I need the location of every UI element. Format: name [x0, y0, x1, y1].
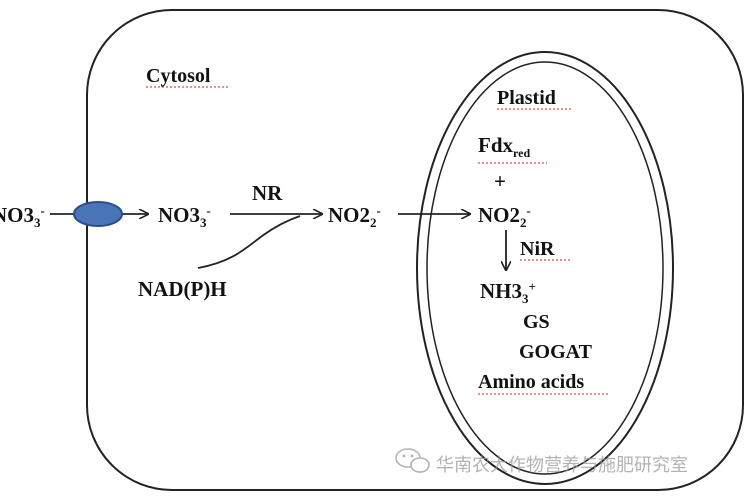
amino-acids-label: Amino acids [478, 371, 584, 393]
cell-membrane [86, 9, 744, 491]
ammonium: NH33+ [480, 279, 536, 306]
nadph-cofactor-arrow [197, 215, 301, 269]
nadph-label: NAD(P)H [138, 277, 227, 301]
cytosol-label: Cytosol [146, 65, 211, 87]
nitrite-plastid: NO22- [478, 203, 531, 230]
nir-enzyme-label: NiR [520, 238, 555, 260]
nitrate-transporter [73, 201, 123, 227]
watermark: 华南农大作物营养与施肥研究室 [395, 448, 688, 476]
plastid-label: Plastid [497, 87, 556, 109]
nitrate-outside: NO33- [0, 203, 45, 230]
gogat-enzyme-label: GOGAT [519, 341, 593, 363]
nr-enzyme-label: NR [252, 181, 283, 205]
plus-sign: + [494, 169, 506, 193]
wechat-icon [395, 448, 430, 473]
plastid-inner-membrane [426, 61, 664, 475]
nitrite-cytosol: NO22- [328, 203, 381, 230]
ferredoxin-reduced: Fdxred [478, 133, 530, 160]
plastid-outer-membrane [416, 51, 674, 485]
watermark-text: 华南农大作物营养与施肥研究室 [436, 455, 688, 476]
nitrate-cytosol: NO33- [158, 203, 211, 230]
gs-enzyme-label: GS [523, 311, 550, 333]
